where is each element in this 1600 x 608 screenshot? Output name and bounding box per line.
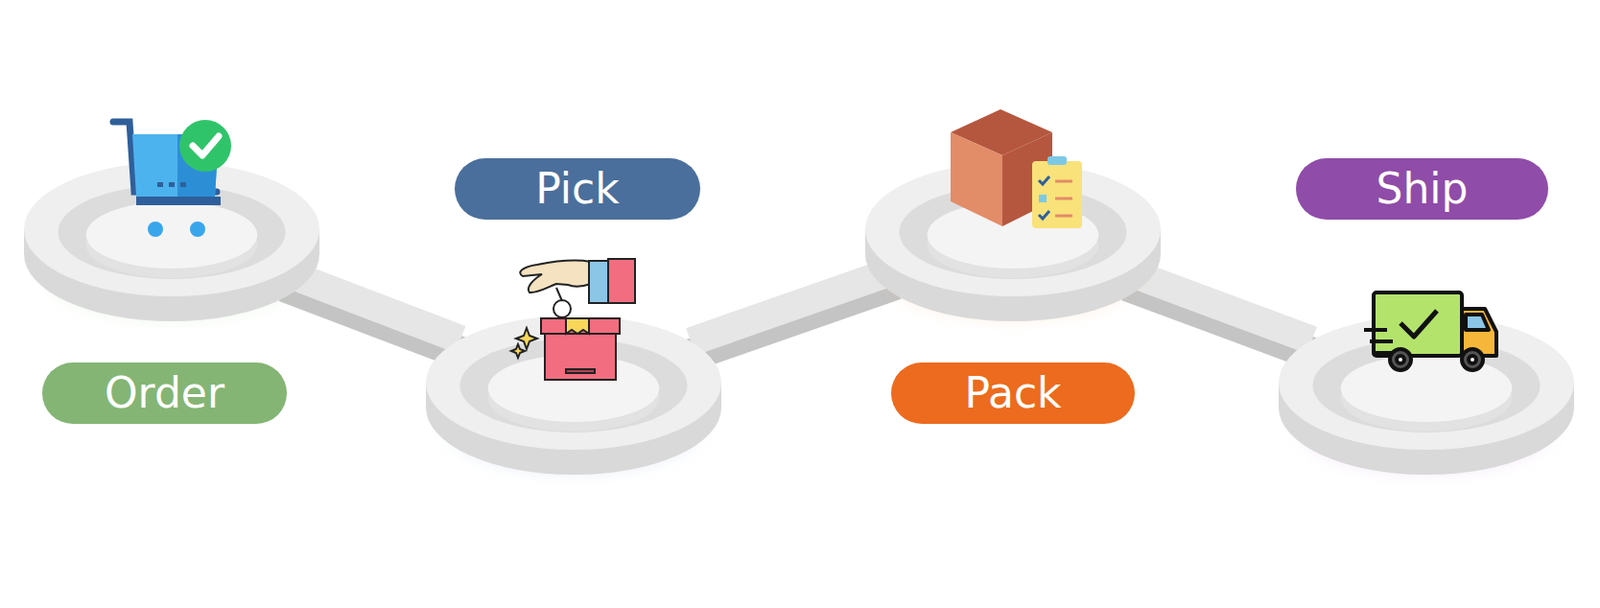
station-ring: Order <box>23 162 320 322</box>
bar-top <box>1127 271 1312 340</box>
bar-top <box>690 270 896 343</box>
ring-top <box>865 162 1161 297</box>
station-ring: Pick <box>425 315 722 475</box>
ring-hole <box>459 338 687 433</box>
platform-top <box>86 201 259 269</box>
station-ring: Pack <box>865 162 1161 322</box>
station-ring: Ship <box>1278 315 1575 475</box>
platform-top <box>927 201 1100 269</box>
ring-top <box>425 315 722 450</box>
connector-bar <box>690 270 896 356</box>
connector-bar <box>1127 271 1312 353</box>
ring-top <box>1278 315 1575 450</box>
ring-shape <box>23 162 320 322</box>
ring-shape <box>1278 315 1575 475</box>
platform-top <box>488 354 660 423</box>
ring-shape <box>865 162 1161 322</box>
step-label: Ship <box>1295 158 1549 220</box>
ring-hole <box>898 185 1127 280</box>
ring-hole <box>1312 338 1540 433</box>
ring-top <box>23 162 320 297</box>
ring-shape <box>425 315 722 475</box>
platform-top <box>1341 354 1513 423</box>
bar-top <box>284 272 461 340</box>
connector-bar <box>284 272 461 353</box>
ring-hole <box>57 185 285 280</box>
step-label: Order <box>42 362 287 424</box>
step-label: Pack <box>891 362 1135 424</box>
step-label: Pick <box>454 158 701 220</box>
